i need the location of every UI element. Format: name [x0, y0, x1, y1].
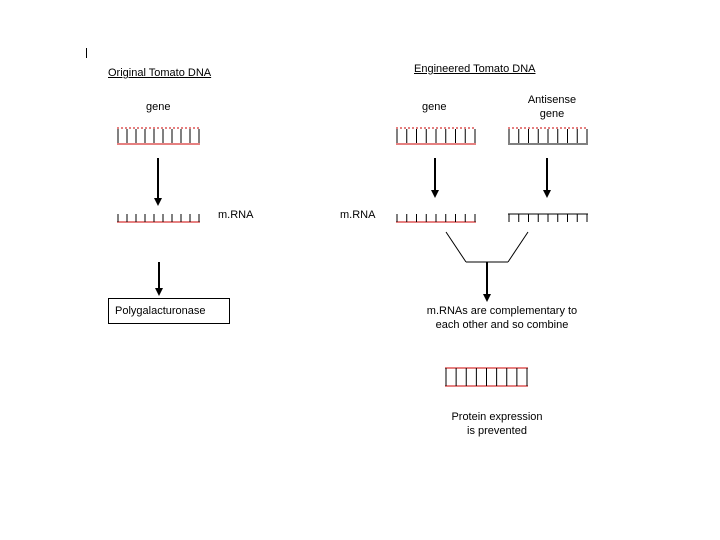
complementary-line-2: each other and so combine — [435, 319, 569, 331]
mrna-strand-left — [117, 214, 200, 223]
original-dna-title: Original Tomato DNA — [108, 67, 212, 79]
protein-line-2: is prevented — [467, 425, 527, 437]
engineered-gene-strand — [396, 127, 476, 145]
original-gene-strand — [117, 127, 200, 145]
text-cursor — [86, 48, 87, 58]
mrna-strand-right — [396, 214, 476, 223]
antisense-line-1: Antisense — [527, 94, 577, 106]
complementary-line-1: m.RNAs are complementary to — [426, 305, 578, 317]
combining-funnel — [445, 231, 529, 263]
mrna-label-left: m.RNA — [218, 209, 254, 221]
mrna-label-right: m.RNA — [340, 209, 376, 221]
antisense-gene-label: Antisense gene — [516, 93, 588, 121]
combined-mrna-strand — [445, 367, 528, 387]
gene-label-left: gene — [146, 101, 171, 113]
protein-text: Protein expression is prevented — [432, 410, 562, 438]
engineered-dna-title: Engineered Tomato DNA — [414, 63, 536, 75]
gene-label-right: gene — [422, 101, 447, 113]
antisense-gene-strand — [508, 127, 588, 145]
complementary-text: m.RNAs are complementary to each other a… — [412, 304, 592, 332]
protein-line-1: Protein expression — [451, 411, 543, 423]
mrna-strand-antisense — [508, 213, 588, 222]
polygalacturonase-box: Polygalacturonase — [108, 298, 230, 324]
antisense-line-2: gene — [539, 108, 565, 120]
